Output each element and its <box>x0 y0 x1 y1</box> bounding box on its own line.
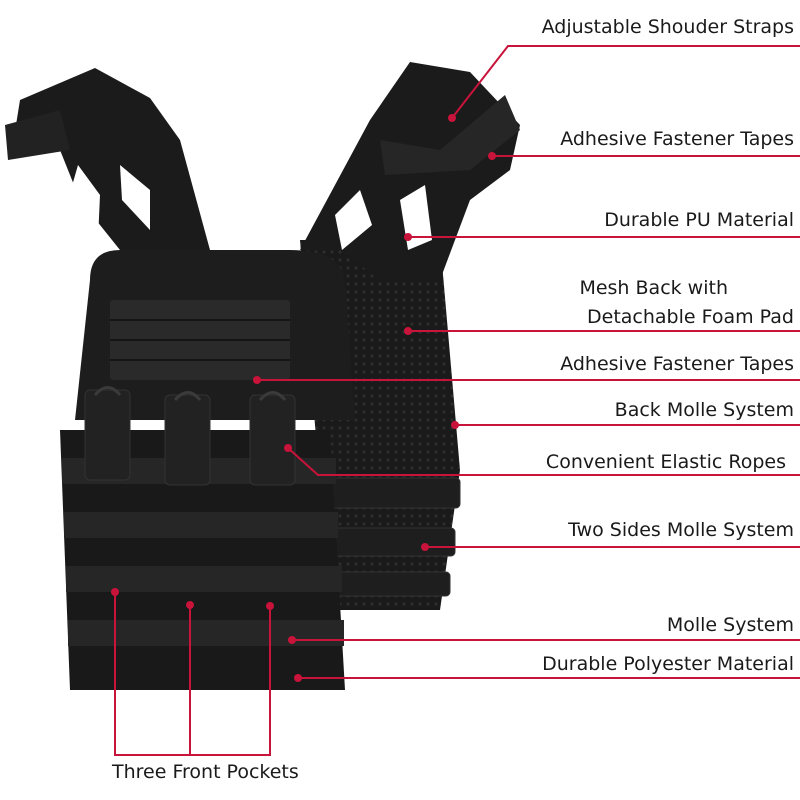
label-side-molle: Two Sides Molle System <box>568 519 794 541</box>
left-strap-cutout-1 <box>68 165 100 240</box>
label-polyester: Durable Polyester Material <box>542 653 794 675</box>
label-elastic-ropes: Convenient Elastic Ropes <box>545 451 786 473</box>
label-molle-system: Molle System <box>666 614 794 636</box>
label-shoulder-straps: Adjustable Shouder Straps <box>541 16 794 38</box>
label-mesh-back-line2: Detachable Foam Pad <box>587 306 794 328</box>
left-strap-cutout-2 <box>120 165 150 230</box>
left-shoulder-strap <box>12 68 210 250</box>
label-back-molle: Back Molle System <box>614 399 794 421</box>
front-pockets <box>84 389 296 486</box>
label-fastener-tapes-top: Adhesive Fastener Tapes <box>560 128 794 150</box>
label-front-pockets: Three Front Pockets <box>112 761 299 783</box>
left-strap-tab <box>5 110 70 160</box>
label-pu-material: Durable PU Material <box>604 209 794 231</box>
right-strap-cutout-1 <box>335 190 372 250</box>
elastic-ropes <box>93 386 287 402</box>
label-fastener-tapes-front: Adhesive Fastener Tapes <box>560 353 794 375</box>
label-mesh-back-line1: Mesh Back with <box>579 277 728 299</box>
